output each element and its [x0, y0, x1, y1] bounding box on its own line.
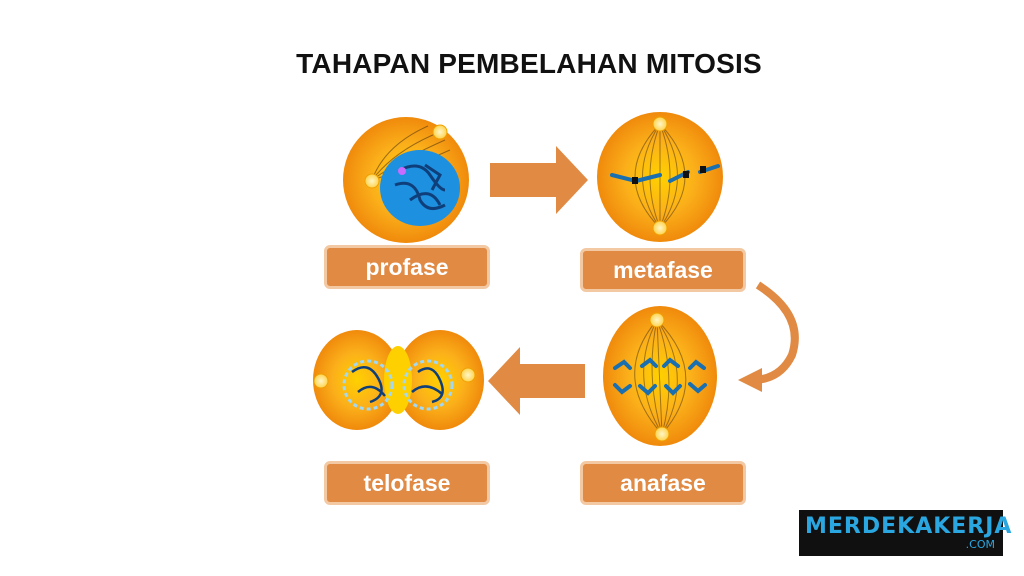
label-anafase: anafase [580, 461, 746, 505]
diagram-title: TAHAPAN PEMBELAHAN MITOSIS [296, 48, 762, 79]
arrow-left [488, 347, 585, 415]
label-metafase: metafase [580, 248, 746, 292]
nucleus [380, 150, 460, 226]
chromatin [394, 163, 446, 211]
arrow-curved [751, 281, 799, 384]
label-profase: profase [324, 245, 490, 289]
logo-domain: .COM [965, 538, 995, 551]
label-telofase: telofase [324, 461, 490, 505]
anaphase-chromosomes [613, 357, 707, 396]
profase-cell [343, 117, 469, 243]
merdekakerja-logo: MERDEKAKERJA .COM [799, 510, 1011, 556]
metafase-cell [597, 112, 723, 242]
logo-text: MERDEKAKERJA [805, 514, 1013, 539]
telofase-cell [313, 330, 484, 430]
arrow-right [490, 146, 588, 214]
anafase-cell [603, 306, 717, 446]
